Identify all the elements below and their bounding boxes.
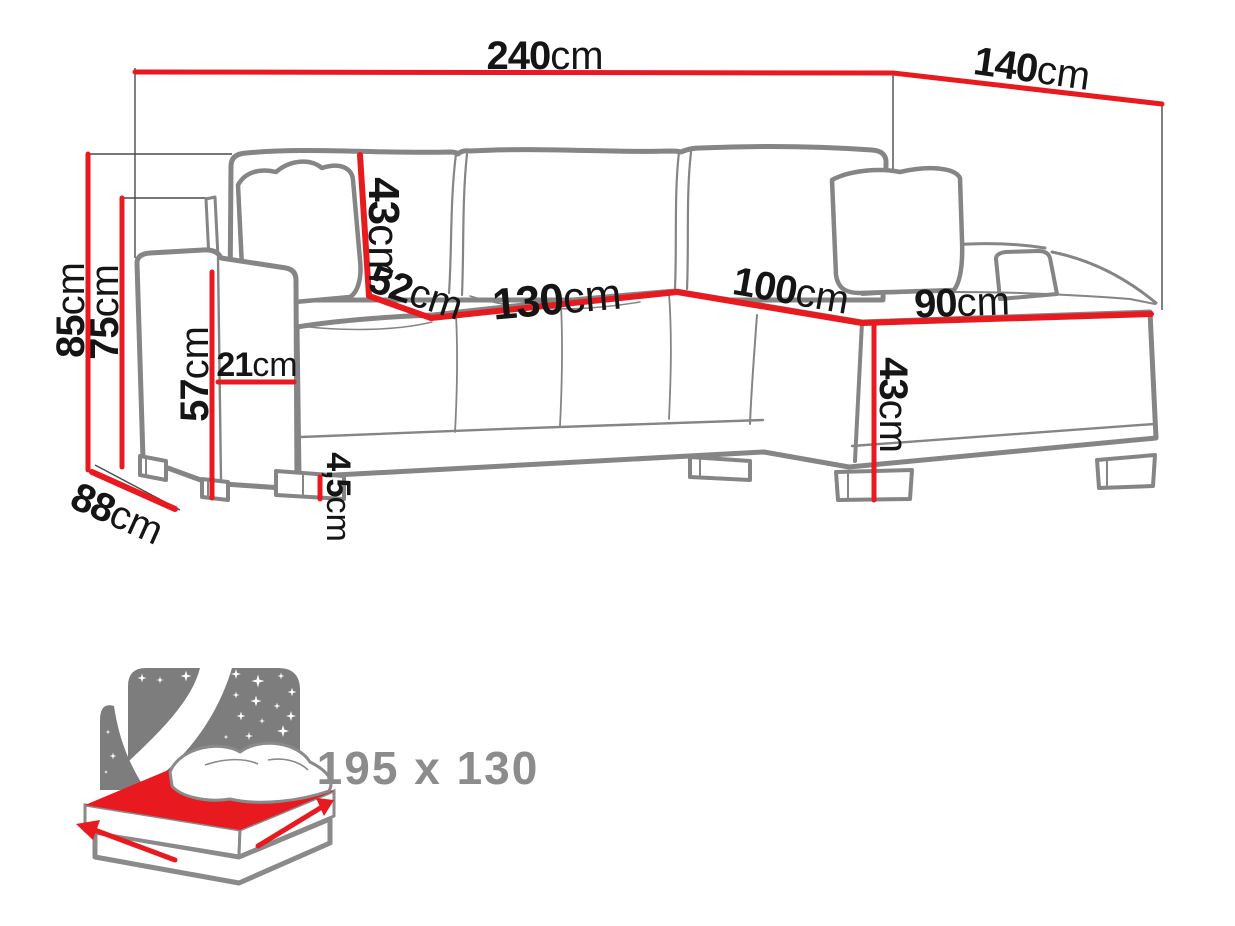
blanket	[168, 741, 333, 804]
dimension-lines	[85, 69, 1165, 512]
dim-seat-height: 43cm	[871, 357, 915, 453]
sleeping-function-icon	[76, 668, 336, 886]
sofa-outline	[134, 144, 1159, 502]
dim-armrest-height: 57cm	[173, 326, 217, 422]
reference-lines	[88, 68, 1163, 511]
dim-seat-section-width: 130cm	[490, 269, 624, 330]
dim-width-total: 240cm	[486, 34, 604, 78]
dim-chaise-section-width: 90cm	[913, 279, 1011, 327]
starry-crescent	[100, 705, 146, 790]
sleeping-area-size: 195 x 130	[316, 742, 540, 794]
dim-leg-height: 4,5cm	[319, 452, 357, 542]
dim-armrest-width: 21cm	[216, 346, 298, 384]
dim-height-backrest: 75cm	[83, 264, 127, 360]
swoosh-cutout	[128, 668, 232, 790]
dimension-arrows	[76, 798, 334, 863]
